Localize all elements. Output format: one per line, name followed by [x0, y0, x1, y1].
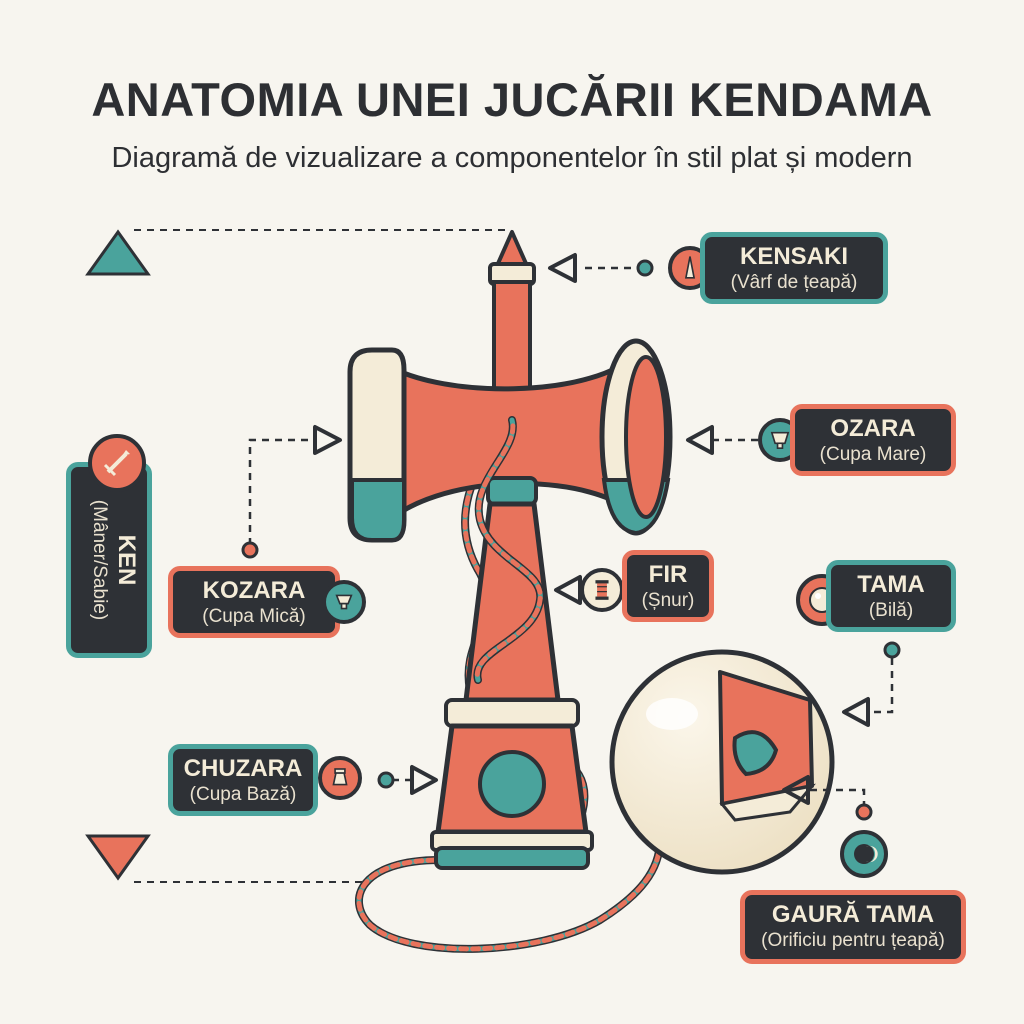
- label-fir: FIR (Șnur): [622, 550, 714, 622]
- label-ozara-name: OZARA: [830, 415, 916, 442]
- sword-icon: [88, 434, 146, 492]
- label-kensaki: KENSAKI (Vârf de țeapă): [700, 232, 888, 304]
- label-kensaki-name: KENSAKI: [739, 243, 848, 270]
- label-gaura-tama: GAURĂ TAMA (Orificiu pentru țeapă): [740, 890, 966, 964]
- label-fir-name: FIR: [648, 561, 688, 588]
- label-fir-desc: (Șnur): [641, 590, 695, 611]
- leader-lines: [248, 266, 894, 808]
- label-chuzara: CHUZARA (Cupa Bază): [168, 744, 318, 816]
- label-tama-desc: (Bilă): [868, 600, 914, 621]
- label-kozara-name: KOZARA: [202, 577, 306, 604]
- label-gaura-tama-name: GAURĂ TAMA: [771, 901, 935, 928]
- label-ozara-desc: (Cupa Mare): [819, 444, 927, 465]
- base-cup-icon: [318, 756, 362, 800]
- label-kozara: KOZARA (Cupa Mică): [168, 566, 340, 638]
- ken-handle: [430, 476, 594, 870]
- label-ken: KEN (Mâner/Sabie): [66, 462, 152, 658]
- tama-arrow: [842, 697, 870, 727]
- leader-arrows: [313, 253, 870, 805]
- label-chuzara-name: CHUZARA: [183, 755, 303, 782]
- axis-arrow-down: [85, 834, 151, 881]
- tama-hole: [732, 730, 779, 777]
- page-title: ANATOMIA UNEI JUCĂRII KENDAMA: [91, 73, 933, 126]
- label-kozara-desc: (Cupa Mică): [202, 606, 306, 627]
- label-tama-name: TAMA: [857, 571, 925, 598]
- ozara-arrow: [686, 425, 714, 455]
- label-tama: TAMA (Bilă): [826, 560, 956, 632]
- page-subtitle: Diagramă de vizualizare a componentelor …: [111, 142, 913, 174]
- chuzara-arrow: [410, 765, 438, 795]
- gaura-arrow: [782, 775, 810, 805]
- tama-ball: [609, 649, 835, 875]
- small-cup-icon: [322, 580, 366, 624]
- kensaki-spike: [488, 230, 536, 404]
- label-chuzara-desc: (Cupa Bază): [189, 784, 297, 805]
- fir-arrow: [554, 575, 582, 605]
- string-wrap: [473, 416, 545, 684]
- label-gaura-tama-desc: (Orificiu pentru țeapă): [761, 930, 945, 951]
- kozara-arrow: [313, 425, 342, 455]
- label-kensaki-desc: (Vârf de țeapă): [730, 272, 858, 293]
- label-ozara: OZARA (Cupa Mare): [790, 404, 956, 476]
- string-spool-icon: [580, 568, 624, 612]
- kensaki-arrow: [548, 253, 577, 283]
- label-ken-desc: (Mâner/Sabie): [89, 499, 110, 621]
- axis-arrow-up: [85, 229, 151, 276]
- leader-dots: [241, 259, 901, 821]
- label-ken-name: KEN: [113, 534, 140, 586]
- hole-icon: [840, 830, 888, 878]
